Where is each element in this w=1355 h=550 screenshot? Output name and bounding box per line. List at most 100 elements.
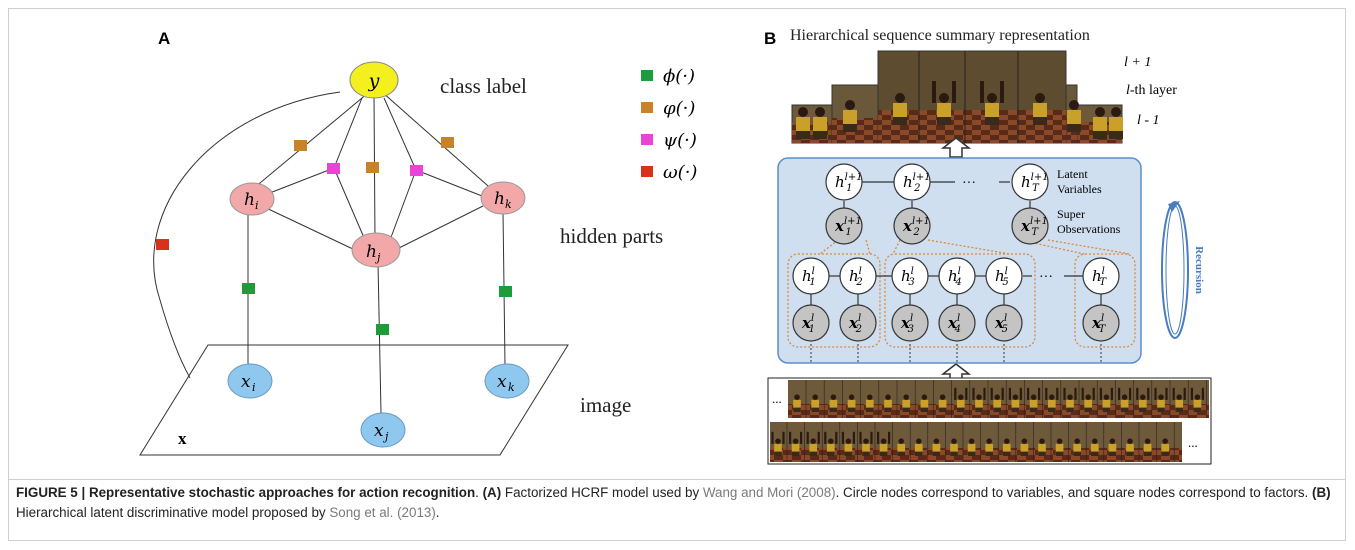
svg-text:i: i: [255, 199, 259, 212]
latent-node-top: [825, 163, 863, 201]
film-frame-figure: [1108, 438, 1117, 456]
legend-label-varphi: φ(·): [663, 98, 695, 119]
observation-node: [792, 304, 830, 342]
factor-phi-square: [242, 283, 255, 294]
film-frame-figure: [793, 394, 801, 412]
factor-omega-square: [156, 239, 169, 250]
legend-label-omega: ω(·): [663, 162, 697, 183]
factor-phi-square: [499, 286, 512, 297]
svg-text:k: k: [508, 381, 515, 394]
top-row-edges: [843, 181, 1031, 208]
latent-label-1: Latent: [1057, 167, 1088, 181]
observation-node: [839, 304, 877, 342]
svg-text:y: y: [368, 70, 380, 92]
film-frame-figure: [811, 394, 820, 412]
groupings: [787, 239, 1136, 348]
svg-text:j: j: [374, 251, 381, 264]
legend-swatch-psi: [641, 134, 653, 145]
latent-node-bottom: [985, 257, 1023, 295]
super-observation-node: [893, 207, 931, 245]
film-frames-top: [793, 380, 1207, 418]
class-image-arc: [153, 91, 341, 379]
observation-node: [891, 304, 929, 342]
caption-b-reference[interactable]: Song et al. (2013): [329, 504, 436, 520]
super-observation-node: [825, 207, 863, 245]
super-label-1: Super: [1057, 207, 1085, 221]
latent-node-bottom: [938, 257, 976, 295]
film-frame-figure: [902, 394, 911, 412]
observation-node: [985, 304, 1023, 342]
caption-b-tag: (B): [1311, 485, 1331, 500]
panel-a-label: A: [158, 29, 170, 48]
recursion-label: Recursion: [1193, 246, 1205, 294]
layer-label-upper: l + 1: [1124, 55, 1151, 70]
legend-swatch-phi: [641, 70, 653, 81]
caption-figure-title: FIGURE 5 | Representative stochastic app…: [16, 485, 476, 500]
hidden-node-j: h j: [351, 232, 401, 268]
svg-text:x: x: [374, 421, 384, 441]
obs-node-i: x i: [227, 363, 273, 399]
factor-phi-square: [376, 324, 389, 335]
bottom-row-ellipsis: ···: [1039, 270, 1053, 285]
svg-text:k: k: [505, 198, 512, 211]
obs-node-j: x j: [360, 412, 406, 448]
factor-psi-square: [327, 163, 340, 174]
up-arrow-top: [940, 137, 972, 158]
film-dots-left: ...: [772, 391, 782, 406]
film-frame-figure: [1090, 438, 1099, 456]
input-arrows: [810, 343, 1102, 362]
caption-a-reference[interactable]: Wang and Mori (2008): [702, 485, 836, 500]
svg-text:j: j: [382, 430, 389, 443]
plane-label: x: [178, 429, 187, 448]
observation-node: [938, 304, 976, 342]
factor-phi2-square: [294, 140, 307, 151]
film-frame-figure: [1143, 438, 1152, 456]
observation-node: [1082, 304, 1120, 342]
panel-b-label: B: [764, 29, 776, 48]
edges-class-hidden: [247, 91, 506, 414]
latent-node-top: [893, 163, 931, 201]
film-frame-figure: [1002, 438, 1011, 456]
factor-psi-square: [410, 165, 423, 176]
caption-divider: [8, 479, 1346, 480]
caption-b-end: .: [435, 504, 440, 520]
legend-label-psi: ψ(·): [663, 130, 697, 151]
legend-swatch-omega: [641, 166, 653, 177]
film-frame-figure: [1126, 438, 1134, 456]
hidden-parts-text: hidden parts: [560, 224, 663, 248]
latent-label-2: Variables: [1057, 182, 1102, 196]
film-frame-figure: [1161, 438, 1170, 456]
svg-text:h: h: [244, 190, 255, 210]
film-frame-figure: [967, 438, 976, 456]
film-frame-figure: [1073, 438, 1082, 456]
svg-text:h: h: [494, 189, 505, 209]
svg-text:x: x: [241, 372, 251, 392]
film-frames-bottom: [771, 422, 1175, 462]
film-frame-figure: [950, 438, 958, 456]
input-film-strips: ... ...: [767, 377, 1212, 465]
film-frame-figure: [985, 438, 994, 456]
caption-b-text: Hierarchical latent discriminative model…: [16, 504, 330, 520]
legend-label-phi: ϕ(·): [663, 66, 695, 87]
class-node: y: [349, 61, 399, 99]
film-frame-figure: [1020, 438, 1029, 456]
svg-text:h: h: [366, 242, 377, 262]
film-frame-figure: [847, 394, 856, 412]
film-frame-figure: [932, 438, 941, 456]
latent-node-bottom: [891, 257, 929, 295]
caption-a-text2: . Circle nodes correspond to variables, …: [835, 485, 1312, 500]
bottom-row-edges: [810, 275, 1102, 305]
